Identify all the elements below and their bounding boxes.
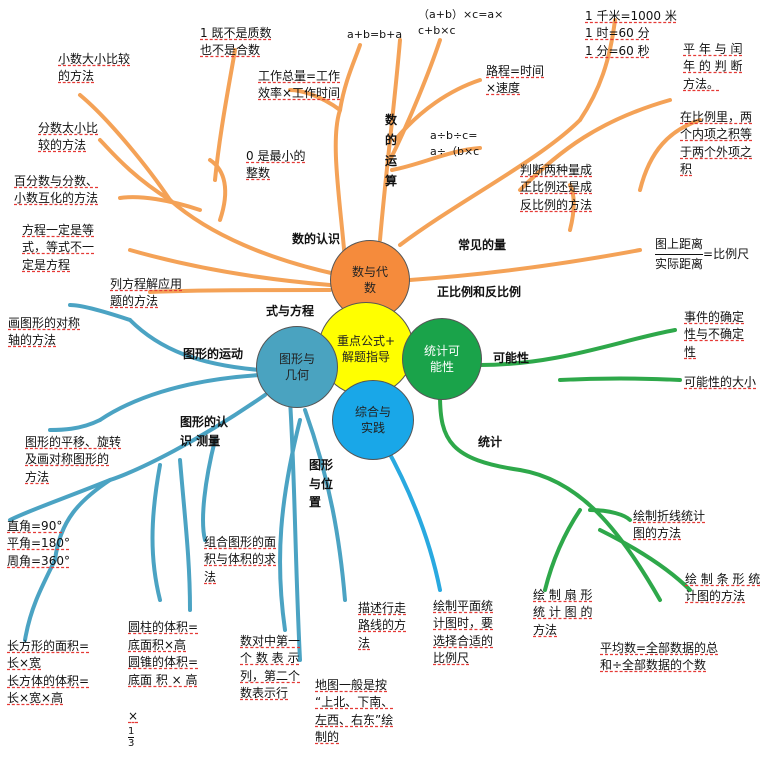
bar-chart-text: 绘 制 条 形 统 计图的方法 [685, 572, 761, 604]
possibility-size-text: 可能性的大小 [684, 375, 757, 389]
symmetry-axis-text: 画图形的对称 轴的方法 [8, 316, 81, 348]
category-number-recognition: 数的认识 [292, 232, 341, 246]
practice-node[interactable]: 综合与 实践 [332, 380, 414, 460]
division-rule-text: a÷b÷c= a÷（b×c [430, 129, 480, 158]
composite-area-text: 组合图形的面 积与体积的求 法 [204, 535, 277, 584]
scale-result: =比例尺 [703, 246, 750, 261]
distance-formula-text: 路程=时间 ×速度 [486, 64, 545, 96]
equation-definition-text: 方程一定是等 式，等式不一 定是方程 [22, 223, 95, 272]
statistics-probability-label: 统计可 能性 [423, 343, 460, 374]
category-graph-measure: 图形的认 识 测量 [180, 415, 229, 448]
orange-branches [78, 18, 702, 294]
practice-branch [383, 443, 442, 592]
category-common-quantities: 常见的量 [458, 238, 507, 252]
route-method-text: 描述行走 路线的方 法 [358, 601, 407, 650]
category-number-operations: 数 的 运 算 [384, 113, 397, 189]
map-direction-text: 地图一般是按 “上北、下南、 左西、右东”绘 制的 [315, 678, 394, 745]
scale-denominator: 实际距离 [655, 256, 704, 271]
statistics-probability-node[interactable]: 统计可 能性 [402, 318, 482, 400]
one-not-prime-text: 1 既不是质数 也不是合数 [200, 26, 272, 58]
translate-rotate-text: 图形的平移、旋转 及画对称图形的 方法 [25, 435, 122, 484]
cone-third: × 1 3 [128, 691, 198, 749]
judge-proportion-text: 判断两种量成 正比例还是成 反比例的方法 [520, 163, 593, 212]
number-pair-text: 数对中第一 个 数 表 示 列，第二个 数表示行 [240, 634, 301, 701]
plane-map-text: 绘制平面统 计图时，要 选择合适的 比例尺 [433, 599, 494, 666]
angles-text: 直角=90° 平角=180° 周角=360° [7, 519, 70, 568]
category-graph-motion: 图形的运动 [183, 347, 244, 361]
practice-label: 综合与 实践 [354, 404, 391, 435]
rect-area-text: 长方形的面积= 长×宽 长方体的体积= 长×宽×高 [7, 639, 90, 706]
scale-formula: 图上距离 实际距离 =比例尺 [655, 236, 749, 273]
geometry-node[interactable]: 图形与 几何 [256, 326, 338, 408]
event-certainty-text: 事件的确定 性与不确定 性 [684, 310, 745, 359]
commutative-law-text: a+b=b+a [347, 28, 403, 41]
key-formula-label: 重点公式+ 解题指导 [336, 333, 396, 364]
zero-smallest-text: 0 是最小的 整数 [246, 149, 306, 181]
cone-times: × [128, 709, 139, 724]
percent-convert-text: 百分数与分数、 小数互化的方法 [14, 174, 99, 206]
cone-fraction-numerator: 1 [128, 725, 135, 737]
pie-chart-text: 绘 制 扇 形 统 计 图 的 方法 [533, 588, 593, 637]
proportion-property-text: 在比例里，两 个内项之积等 于两个外项之 积 [680, 110, 753, 177]
cylinder-cone-text: 圆柱的体积= 底面积×高 圆锥的体积= 底面 积 × 高 × 1 3 [128, 602, 198, 766]
leap-year-text: 平 年 与 闰 年 的 判 断 方法。 [683, 42, 743, 91]
cylinder-cone-lines: 圆柱的体积= 底面积×高 圆锥的体积= 底面 积 × 高 [128, 620, 199, 687]
geometry-label: 图形与 几何 [278, 351, 315, 382]
category-statistics: 统计 [478, 435, 503, 449]
category-formulas-equations: 式与方程 [266, 304, 315, 318]
category-proportion: 正比例和反比例 [437, 285, 522, 299]
decimal-compare-text: 小数大小比较 的方法 [58, 52, 131, 84]
scale-numerator: 图上距离 [655, 237, 704, 251]
work-total-text: 工作总量=工作 效率×工作时间 [258, 69, 341, 101]
fraction-bar [128, 736, 135, 738]
average-text: 平均数=全部数据的总 和÷全部数据的个数 [600, 641, 719, 673]
equation-apply-text: 列方程解应用 题的方法 [110, 277, 183, 309]
green-branches [438, 328, 692, 602]
cone-fraction-denominator: 3 [128, 737, 135, 749]
unit-conversion-text: 1 千米=1000 米 1 时=60 分 1 分=60 秒 [585, 9, 677, 58]
category-graph-position: 图形 与位 置 [309, 458, 334, 510]
cone-fraction: 1 3 [128, 725, 135, 749]
line-chart-text: 绘制折线统计 图的方法 [633, 509, 706, 541]
scale-fraction: 图上距离 实际距离 [655, 236, 704, 273]
number-algebra-label: 数与代 数 [351, 264, 388, 295]
blue-branches [8, 303, 347, 662]
distributive-law-text: （a+b）×c=a× c+b×c [418, 8, 504, 37]
fraction-compare-text: 分数太小比 较的方法 [38, 121, 99, 153]
fraction-bar [655, 253, 704, 255]
category-possibility: 可能性 [493, 351, 530, 365]
